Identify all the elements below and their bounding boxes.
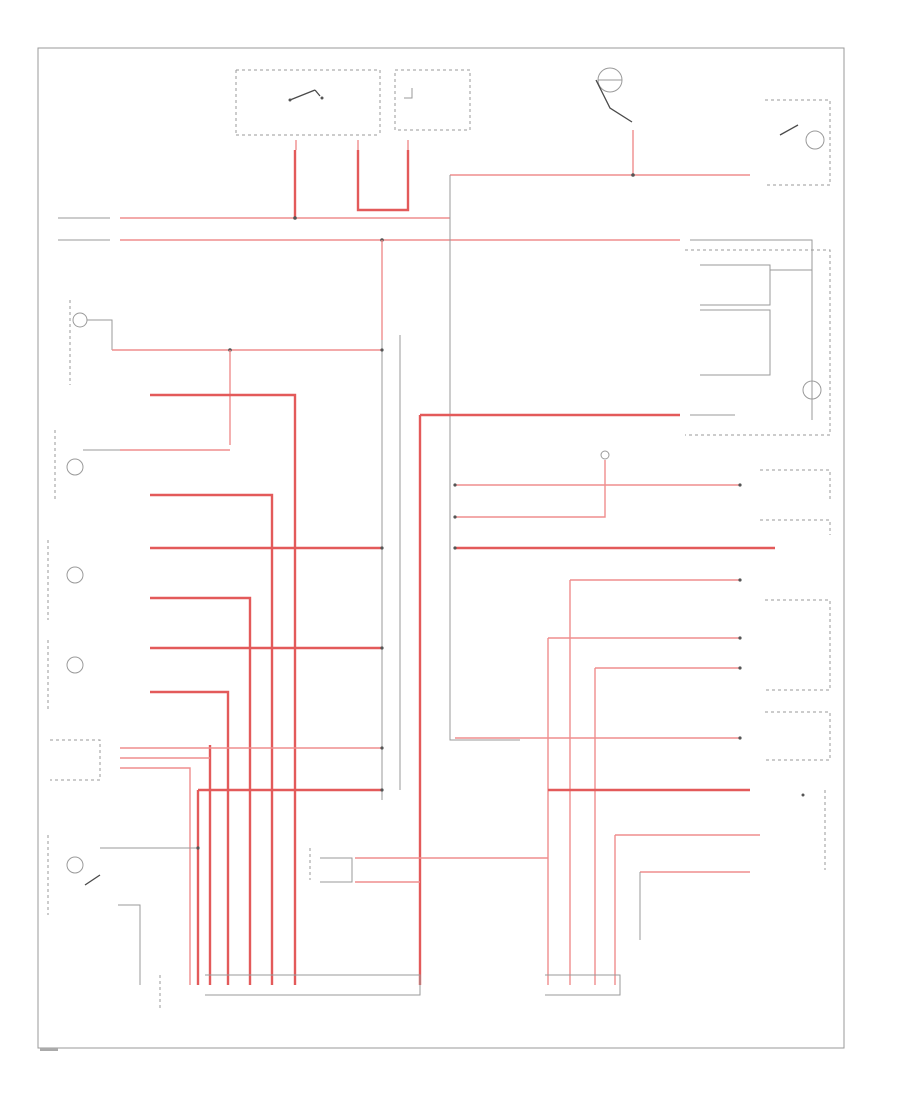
- left-box-5: [50, 739, 101, 781]
- left-bulb-2: [54, 430, 120, 500]
- center-connector: [309, 848, 548, 883]
- bottom-connector-left: [159, 974, 421, 1010]
- left-bulb-3: [47, 540, 84, 620]
- bulb-top-right: [595, 67, 633, 123]
- instrument-panel-fuse-box: [394, 69, 471, 131]
- upper-left-bus: [58, 216, 813, 420]
- corner-mark: [40, 1048, 58, 1051]
- relay-box-right: [685, 249, 831, 436]
- junction-dots: [196, 348, 742, 850]
- diagram-border: [37, 47, 845, 1049]
- left-switch-6: [47, 835, 198, 985]
- left-bulb-1: [69, 300, 113, 385]
- headlight-switch-box: [235, 69, 381, 136]
- left-bulb-4: [47, 640, 84, 710]
- door-switch-top-right: [765, 99, 831, 186]
- bottom-connector-right: [545, 974, 621, 996]
- right-relay-small: [455, 450, 610, 518]
